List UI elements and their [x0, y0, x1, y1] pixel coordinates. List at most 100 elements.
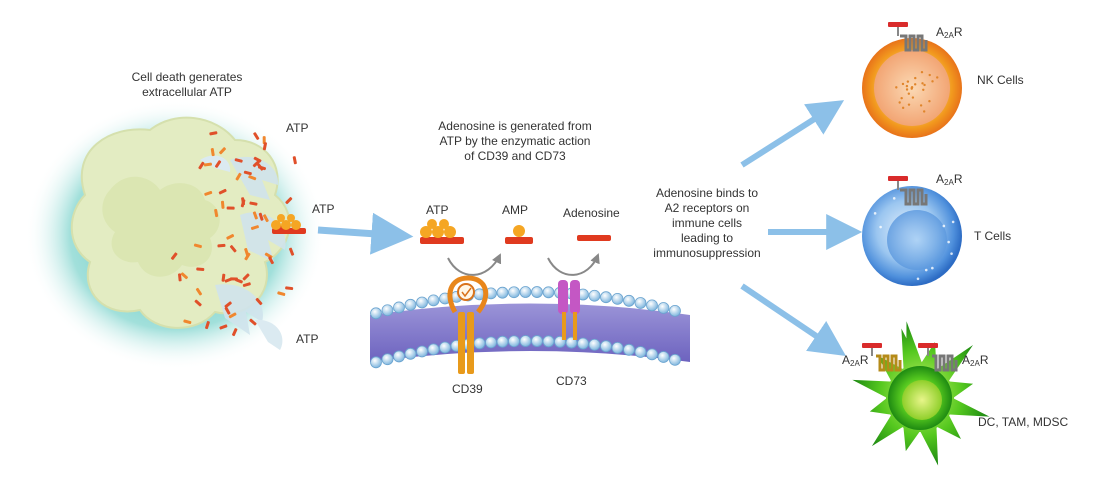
- atp-stick: [226, 234, 235, 240]
- dying-cell: [25, 100, 325, 370]
- atp-stick: [219, 324, 228, 330]
- atp-stick: [220, 200, 225, 209]
- lipid-head: [496, 335, 509, 348]
- atp-stick: [252, 160, 260, 168]
- receptor-subscript: 2A: [944, 178, 954, 187]
- atp-stick: [250, 225, 259, 230]
- lipid-head: [657, 302, 670, 314]
- receptor-subscript: 2A: [850, 359, 860, 368]
- nk-a2a-receptor: [888, 22, 928, 52]
- atp-stick: [242, 282, 251, 287]
- atp-stick: [224, 306, 231, 315]
- atp-icon: [420, 219, 464, 244]
- granule: [873, 212, 877, 215]
- granule: [931, 266, 934, 270]
- binds-line5: immunosuppression: [653, 246, 761, 260]
- atp-stick: [255, 297, 263, 306]
- atp-stick: [205, 321, 210, 330]
- atp-stick: [224, 277, 233, 283]
- atp-stick: [214, 209, 219, 218]
- atp-stick: [196, 267, 205, 272]
- granule: [910, 85, 914, 89]
- granule: [905, 84, 909, 88]
- dc-tam-mdsc-label: DC, TAM, MDSC: [978, 415, 1069, 429]
- granule: [924, 268, 928, 272]
- granule: [947, 240, 950, 244]
- lipid-head: [600, 340, 612, 353]
- lipid-head: [381, 353, 394, 366]
- atp-stick: [262, 142, 267, 151]
- receptor-suffix: R: [953, 25, 963, 39]
- atp-stick: [262, 136, 266, 145]
- enzymatic-caption: Adenosine is generated from ATP by the e…: [405, 119, 625, 164]
- atp-stick: [224, 301, 232, 308]
- lipid-head: [439, 341, 451, 354]
- receptor-subscript: 2A: [944, 31, 954, 40]
- granule: [922, 110, 926, 113]
- atp-stick: [252, 211, 258, 220]
- pathway-amp-label: AMP: [502, 203, 529, 217]
- lipid-head: [519, 335, 532, 347]
- cell-death-caption: Cell death generates extracellular ATP: [112, 70, 262, 100]
- amp-icon: [505, 225, 533, 244]
- dc-receptor-label-left: A2AR: [842, 353, 868, 371]
- atp-stick: [253, 156, 262, 163]
- granule: [906, 80, 910, 83]
- atp-to-amp-arrow: [447, 253, 502, 276]
- granule: [951, 220, 955, 224]
- receptor-suffix: R: [953, 172, 963, 186]
- granule: [900, 96, 903, 100]
- atp-stick: [193, 243, 202, 249]
- t-receptor-label: A2AR: [936, 172, 962, 190]
- granule: [905, 88, 909, 91]
- lipid-head: [646, 348, 658, 361]
- dc-a2a-receptor-right: [918, 343, 958, 372]
- atp-stick: [221, 273, 226, 282]
- lipid-head: [634, 297, 647, 309]
- atp-stick: [240, 199, 246, 208]
- atp-stick: [258, 212, 264, 221]
- atp-stick: [235, 172, 242, 181]
- lipid-head: [496, 286, 509, 299]
- binds-caption: Adenosine binds to A2 receptors on immun…: [632, 186, 782, 261]
- lipid-head: [542, 286, 555, 299]
- lipid-head: [669, 353, 681, 366]
- lipid-head: [669, 304, 681, 317]
- adenosine-icon: [577, 235, 611, 241]
- atp-stick: [218, 188, 227, 195]
- receptor-prefix: A: [936, 25, 945, 39]
- lipid-head: [427, 294, 440, 307]
- cell-death-line2: extracellular ATP: [142, 85, 232, 99]
- lipid-head: [404, 347, 417, 360]
- granule: [928, 73, 931, 77]
- dc-a2a-receptor-left: [862, 343, 902, 372]
- lipid-head: [646, 299, 658, 312]
- atp-stick: [285, 286, 294, 291]
- atp-stick: [263, 214, 269, 223]
- nk-cell: [862, 38, 962, 138]
- receptor-prefix: A: [936, 172, 945, 186]
- atp-stick: [178, 273, 182, 282]
- lipid-head: [531, 286, 543, 298]
- lipid-head: [427, 343, 440, 356]
- lipid-head: [657, 351, 670, 363]
- atp-stick: [268, 256, 274, 265]
- binds-line3: immune cells: [671, 216, 743, 230]
- granule: [901, 82, 905, 86]
- lipid-head: [577, 337, 589, 350]
- atp-label-bottom: ATP: [296, 332, 319, 346]
- receptor-prefix: A: [962, 353, 971, 367]
- lipid-head: [370, 356, 382, 369]
- arrow-to-pathway: [317, 212, 414, 255]
- atp-stick: [195, 287, 203, 296]
- atp-stick: [203, 162, 212, 167]
- lipid-head: [416, 296, 428, 309]
- binds-line4: leading to: [680, 231, 734, 245]
- nk-cells-label: NK Cells: [977, 73, 1024, 87]
- granule: [931, 80, 934, 83]
- atp-stick: [243, 170, 252, 176]
- granule: [907, 92, 911, 95]
- granule: [892, 197, 896, 200]
- lipid-head: [393, 350, 405, 363]
- binds-line2: A2 receptors on: [664, 201, 750, 215]
